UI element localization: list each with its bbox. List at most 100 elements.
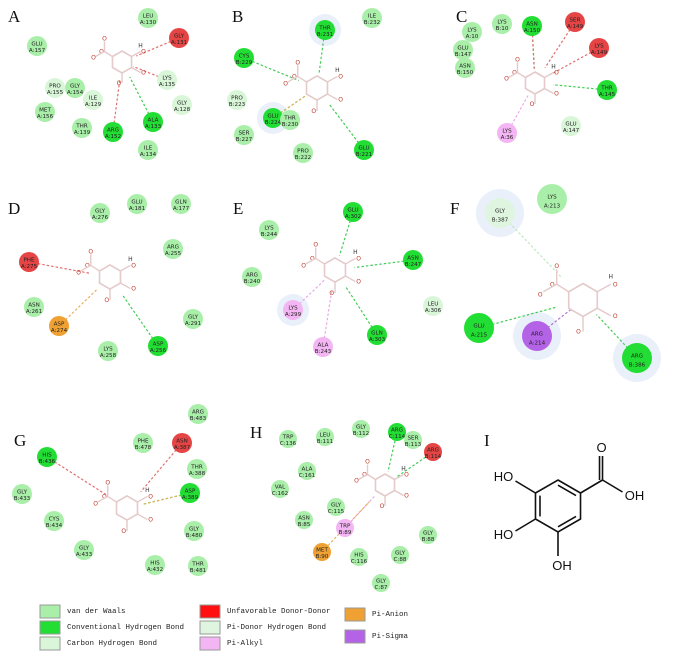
residue-id: A:149 xyxy=(591,50,608,56)
hydrogen-atom: H xyxy=(128,256,133,263)
residue-node xyxy=(45,78,65,98)
carbonyl-oxygen: O xyxy=(102,36,107,43)
residue-name: GLU xyxy=(347,208,358,214)
hydroxyl-oxygen: O xyxy=(504,76,509,83)
residue-node xyxy=(298,462,316,480)
residue-id: A:133 xyxy=(145,124,162,130)
residue-name: GLY xyxy=(495,209,506,215)
interaction-line xyxy=(129,76,154,123)
residue-node xyxy=(37,447,57,467)
interaction-line xyxy=(136,37,180,57)
residue-name: SER xyxy=(570,18,581,24)
oxygen-atom: O xyxy=(404,493,409,500)
panel-g: GOOOOOOHARGB:483PHEB:478ASNA:387HISB:436… xyxy=(12,404,208,576)
legend-swatch xyxy=(199,636,221,651)
residue-node xyxy=(522,321,552,351)
residue-node xyxy=(44,511,64,531)
oxygen-atom: O xyxy=(292,73,297,80)
residue-name: TRP xyxy=(339,524,351,530)
residue-id: B:480 xyxy=(186,533,203,539)
residue-id: B:222 xyxy=(295,155,311,161)
residue-id: A:181 xyxy=(129,206,146,212)
residue-id: A:256 xyxy=(150,348,167,354)
oxygen-atom: O xyxy=(310,255,315,262)
residue-name: PRO xyxy=(231,96,243,102)
residue-name: ARG xyxy=(107,128,119,134)
residue-node xyxy=(485,198,515,228)
oxygen-atom: O xyxy=(356,279,361,286)
residue-name: GLU xyxy=(457,46,468,52)
residue-name: ARG xyxy=(427,448,439,454)
residue-name: PHE xyxy=(23,258,35,264)
residue-node xyxy=(280,110,300,130)
residue-name: GLY xyxy=(188,315,199,321)
residue-node xyxy=(234,125,254,145)
hydroxyl-oxygen: O xyxy=(301,262,306,269)
residue-name: GLY xyxy=(177,101,188,107)
residue-node xyxy=(279,430,297,448)
interaction-line xyxy=(499,212,563,279)
residue-name: ASN xyxy=(298,516,310,522)
residue-node xyxy=(72,118,92,138)
residue-id: B:231 xyxy=(317,32,334,38)
residue-id: A:135 xyxy=(159,82,176,88)
residue-id: A:147 xyxy=(563,128,580,134)
residue-id: A:303 xyxy=(369,337,386,343)
residue-id: A:387 xyxy=(174,445,191,451)
interaction-line xyxy=(140,442,183,493)
residue-node xyxy=(188,556,208,576)
residue-name: ASN xyxy=(28,303,40,309)
residue-name: ALA xyxy=(148,118,159,124)
residue-node xyxy=(403,250,423,270)
panel-label: F xyxy=(450,199,459,218)
residue-id: C:114 xyxy=(389,434,406,440)
interaction-line xyxy=(536,308,572,337)
residue-id: A:213 xyxy=(544,203,561,209)
residue-node xyxy=(597,80,617,100)
interaction-line xyxy=(321,501,370,553)
hydrogen-atom: H xyxy=(353,249,358,256)
residue-node xyxy=(263,108,283,128)
residue-id: B:224 xyxy=(265,120,282,126)
residue-id: A:134 xyxy=(140,152,157,158)
residue-node xyxy=(313,337,333,357)
residue-name: ASP xyxy=(153,342,164,348)
benzene-ring xyxy=(374,473,396,497)
benzene-ring xyxy=(323,256,347,284)
interaction-line xyxy=(121,293,159,347)
oxygen-atom: O xyxy=(530,101,535,108)
residue-name: LYS xyxy=(497,20,507,26)
panel-label: B xyxy=(232,7,243,26)
residue-name: THR xyxy=(191,562,204,568)
residue-name: ARG xyxy=(167,245,179,251)
residue-id: A:389 xyxy=(182,495,199,501)
oxygen-atom: O xyxy=(104,297,109,304)
residue-name: GLU xyxy=(31,42,42,48)
residue-node xyxy=(27,36,47,56)
residue-node xyxy=(313,543,331,561)
benzene-ring xyxy=(98,263,122,291)
residue-node xyxy=(462,22,482,42)
residue-name: THR xyxy=(190,465,203,471)
hydrogen-atom: H xyxy=(551,64,556,71)
